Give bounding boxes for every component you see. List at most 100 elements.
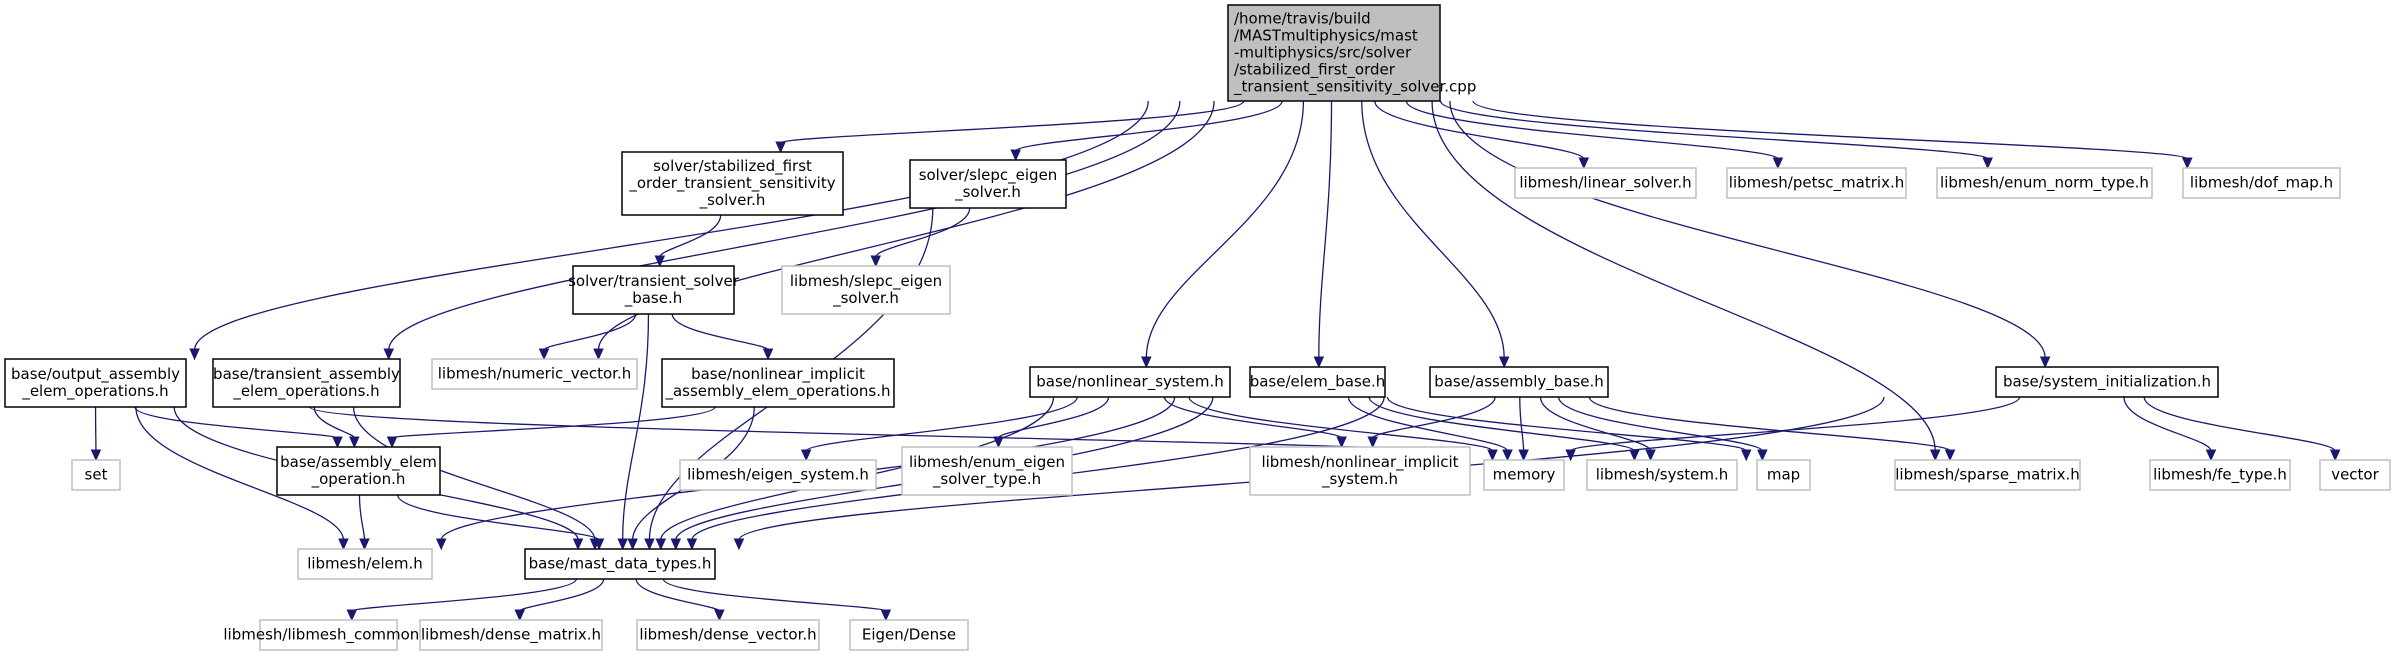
node-box-lm_fetype	[2149, 459, 2291, 491]
node-label-file-line-1: /MASTmultiphysics/mast	[1234, 27, 1418, 45]
edge-file-to-lm_numvec	[597, 100, 1215, 351]
arrowhead-file-to-stab_h	[775, 141, 786, 154]
node-sysinit_h[interactable]: base/system_initialization.h	[1995, 366, 2219, 398]
node-box-elembase_h[interactable]	[1249, 366, 1386, 398]
node-label-stab_h-line-2: _solver.h	[699, 191, 766, 210]
node-label-lm_elem-line-0: libmesh/elem.h	[307, 555, 423, 573]
node-box-outasm_h[interactable]	[4, 358, 187, 408]
node-box-sysinit_h[interactable]	[1995, 366, 2219, 398]
node-box-lm_common	[259, 619, 398, 651]
node-file[interactable]: /home/travis/build/MASTmultiphysics/mast…	[1227, 4, 1476, 102]
node-lm_enumeig: libmesh/enum_eigen_solver_type.h	[901, 446, 1073, 496]
node-stab_h[interactable]: solver/stabilized_first_order_transient_…	[621, 151, 844, 216]
arrowhead-file-to-elembase_h	[1313, 356, 1325, 369]
node-label-slepc_h-line-0: solver/slepc_eigen	[919, 166, 1058, 185]
node-std_memory: memory	[1483, 459, 1565, 491]
node-label-std_memory-line-0: memory	[1493, 466, 1556, 484]
node-nlimpl_h[interactable]: base/nonlinear_implicit_assembly_elem_op…	[661, 358, 895, 408]
node-label-trans_h-line-0: solver/transient_solver	[568, 272, 740, 291]
node-lm_nlimplsys: libmesh/nonlinear_implicit_system.h	[1249, 446, 1471, 496]
edge-outasm_h-to-asmop_h	[134, 406, 339, 439]
node-label-nlimpl_h-line-0: base/nonlinear_implicit	[691, 365, 865, 384]
node-box-stab_h[interactable]	[621, 151, 844, 216]
node-box-nlimpl_h[interactable]	[661, 358, 895, 408]
arrowhead-mdt_h-to-lm_densemat	[514, 609, 525, 622]
edge-outasm_h-to-lm_elem	[135, 406, 345, 541]
node-box-lm_densevec	[636, 619, 820, 651]
edge-file-to-asmbase_h	[1361, 100, 1505, 359]
node-box-slepc_h[interactable]	[909, 159, 1067, 209]
node-asmbase_h[interactable]: base/assembly_base.h	[1429, 366, 1609, 398]
node-box-transasm_h[interactable]	[212, 358, 401, 408]
edge-nlsys_h-to-lm_enumeig	[997, 396, 1110, 439]
arrowhead-sysinit_h-to-mdt_h	[733, 538, 745, 551]
arrowhead-mdt_h-to-lm_densevec	[714, 609, 725, 622]
node-box-trans_h[interactable]	[572, 265, 735, 315]
node-box-std_vector	[2319, 459, 2391, 491]
node-lm_enumnorm: libmesh/enum_norm_type.h	[1936, 167, 2153, 199]
arrowhead-file-to-asmbase_h	[1498, 356, 1510, 369]
node-label-file-line-2: -multiphysics/src/solver	[1234, 44, 1412, 62]
edge-file-to-sysinit_h	[1449, 100, 2046, 359]
edge-file-to-lm_enumnorm	[1439, 100, 1989, 160]
node-lm_elem: libmesh/elem.h	[297, 548, 433, 580]
node-label-lm_fetype-line-0: libmesh/fe_type.h	[2153, 466, 2287, 485]
node-label-asmop_h-line-0: base/assembly_elem	[280, 453, 437, 472]
node-box-nlsys_h[interactable]	[1029, 366, 1231, 398]
node-asmop_h[interactable]: base/assembly_elem_operation.h	[276, 446, 441, 496]
arrowhead-outasm_h-to-lm_elem	[338, 538, 349, 551]
node-label-lm_slepc-line-0: libmesh/slepc_eigen	[790, 272, 942, 291]
node-label-stab_h-line-1: _order_transient_sensitivity	[628, 174, 835, 193]
node-slepc_h[interactable]: solver/slepc_eigen_solver.h	[909, 159, 1067, 209]
arrowhead-asmbase_h-to-lm_nlimplsys	[1367, 436, 1378, 449]
nodes-layer: /home/travis/build/MASTmultiphysics/mast…	[4, 4, 2391, 651]
node-std_vector: vector	[2319, 459, 2391, 491]
arrowhead-trans_h-to-mdt_h	[617, 538, 628, 551]
arrowhead-sysinit_h-to-lm_fetype	[2205, 449, 2217, 462]
arrowhead-file-to-lm_numvec	[593, 348, 604, 361]
node-eigen_dense: Eigen/Dense	[849, 619, 969, 651]
node-box-lm_slepc	[781, 265, 951, 315]
edge-asmop_h-to-lm_elem	[358, 494, 366, 541]
edge-transasm_h-to-asmop_h	[313, 406, 355, 439]
node-elembase_h[interactable]: base/elem_base.h	[1249, 366, 1386, 398]
node-box-asmbase_h[interactable]	[1429, 366, 1609, 398]
node-lm_common: libmesh/libmesh_common.h	[223, 619, 434, 651]
arrowhead-elembase_h-to-std_memory	[1502, 449, 1513, 462]
edge-slepc_h-to-lm_slepc	[875, 207, 971, 258]
node-outasm_h[interactable]: base/output_assembly_elem_operations.h	[4, 358, 187, 408]
node-label-nlimpl_h-line-1: _assembly_elem_operations.h	[664, 382, 890, 401]
node-box-file[interactable]	[1227, 4, 1441, 102]
arrowhead-file-to-slepc_h	[1010, 149, 1021, 162]
edge-trans_h-to-nlimpl_h	[671, 313, 769, 351]
node-lm_linsolv: libmesh/linear_solver.h	[1514, 167, 1697, 199]
node-trans_h[interactable]: solver/transient_solver_base.h	[568, 265, 740, 315]
node-box-lm_sparse	[1894, 459, 2081, 491]
node-box-mdt_h[interactable]	[524, 548, 716, 580]
edge-nlsys_h-to-std_memory	[1188, 396, 1494, 452]
node-label-transasm_h-line-1: _elem_operations.h	[232, 382, 379, 401]
edge-file-to-lm_sparse	[1431, 100, 1936, 452]
edge-mdt_h-to-eigen_dense	[662, 578, 887, 612]
edge-file-to-outasm_h	[193, 100, 1149, 351]
node-label-lm_densevec-line-0: libmesh/dense_vector.h	[639, 626, 816, 645]
node-box-eigen_dense	[849, 619, 969, 651]
arrowhead-nlsys_h-to-lm_nlimplsys	[1336, 436, 1347, 449]
edge-file-to-lm_petsc	[1405, 100, 1779, 160]
arrowhead-file-to-lm_petsc	[1772, 157, 1784, 170]
node-label-lm_nlimplsys-line-0: libmesh/nonlinear_implicit	[1261, 453, 1458, 472]
arrowhead-nlsys_h-to-mdt_h	[655, 538, 667, 551]
node-label-asmop_h-line-1: _operation.h	[311, 470, 406, 489]
arrowhead-file-to-lm_linsolv	[1578, 157, 1590, 170]
node-transasm_h[interactable]: base/transient_assembly_elem_operations.…	[212, 358, 401, 408]
node-std_set: set	[71, 459, 121, 491]
node-box-asmop_h[interactable]	[276, 446, 441, 496]
edge-file-to-stab_h	[779, 100, 1245, 144]
node-mdt_h[interactable]: base/mast_data_types.h	[524, 548, 716, 580]
node-nlsys_h[interactable]: base/nonlinear_system.h	[1029, 366, 1231, 398]
arrowhead-nlsys_h-to-lm_eigsys	[800, 449, 812, 462]
node-label-file-line-3: /stabilized_first_order	[1234, 61, 1396, 80]
edge-asmbase_h-to-lm_sparse	[1588, 396, 1951, 452]
arrowhead-nlsys_h-to-std_memory	[1487, 449, 1498, 462]
